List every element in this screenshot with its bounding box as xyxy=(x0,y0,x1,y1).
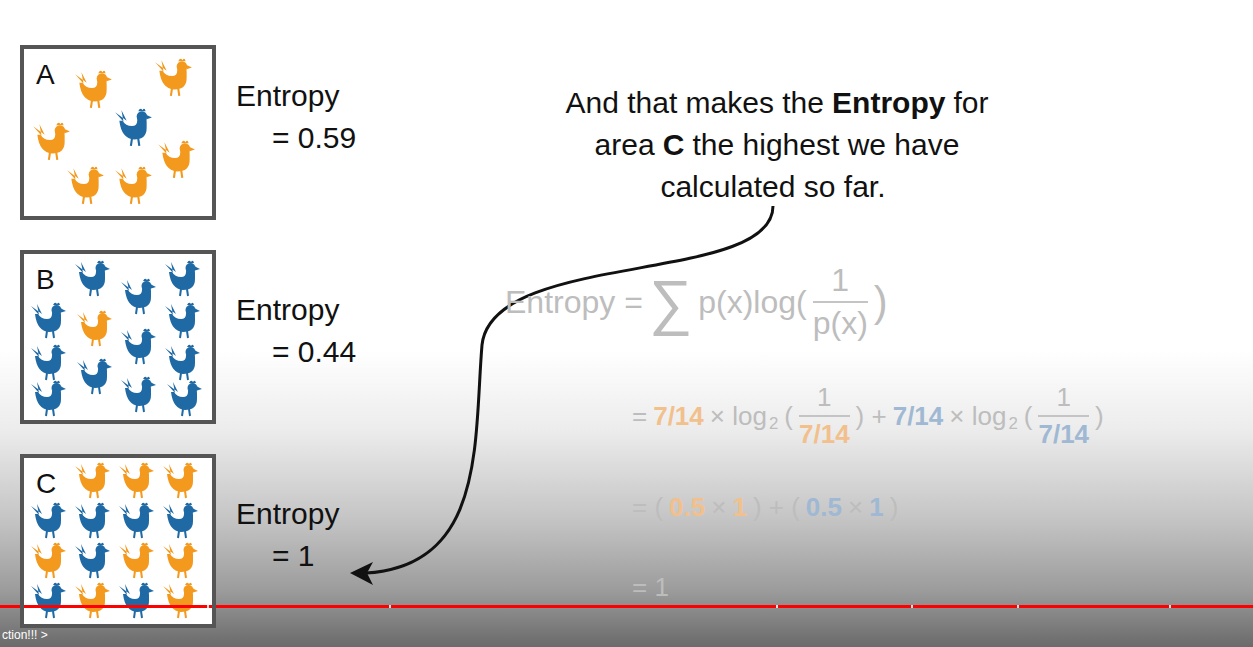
area-box: A xyxy=(20,45,216,220)
fraction: 1 p(x) xyxy=(813,262,868,342)
formula-term: 0.5 xyxy=(669,492,705,523)
formula-term: 2 xyxy=(1008,414,1017,434)
callout-text: And that makes theEntropyfor areaCthe hi… xyxy=(562,82,992,208)
formula-term: × xyxy=(848,492,863,523)
formula-term: p(x)log( xyxy=(698,284,806,321)
formula-term: 7/14 xyxy=(893,401,944,432)
box-ground xyxy=(22,252,214,422)
area-letter: A xyxy=(36,59,55,91)
entropy-label: Entropy xyxy=(236,293,339,326)
label-holder: = 1 xyxy=(272,538,315,574)
label-holder: Entropy xyxy=(236,78,339,114)
entropy-value: = 0.59 xyxy=(272,121,356,154)
video-chapter-title: ction!!! > xyxy=(2,628,48,642)
formula-term: 0.5 xyxy=(806,492,842,523)
arrow-head xyxy=(350,562,373,585)
formula-term: ) xyxy=(1095,401,1104,432)
area-letter: C xyxy=(36,468,56,500)
label-holder: = 0.59 xyxy=(272,120,356,156)
callout-text: C xyxy=(663,128,685,161)
formula-term: 7/14 xyxy=(799,419,850,450)
formula-term: = ( xyxy=(632,492,663,523)
progress-bar xyxy=(0,605,1253,608)
formula-term: 7/14 xyxy=(653,401,704,432)
formula-term: 2 xyxy=(769,414,778,434)
entropy-label: Entropy xyxy=(236,79,339,112)
formula-term: Entropy = xyxy=(505,284,643,321)
chapter-ticks xyxy=(207,605,1171,608)
entropy-label: Entropy xyxy=(236,497,339,530)
label-holder: Entropy xyxy=(236,496,339,532)
formula-term: p(x) xyxy=(813,305,868,342)
label-holder: ction!!! > xyxy=(2,625,48,643)
callout-text: Entropy xyxy=(832,86,945,119)
callout-text: the highest we have calculated so far. xyxy=(660,128,959,203)
chickens-c xyxy=(31,463,198,618)
formula-term: 1 xyxy=(869,492,883,523)
formula-term: 1 xyxy=(817,382,831,413)
formula-line: = 1 xyxy=(632,572,669,603)
formula-line: Entropy =∑p(x)log( 1 p(x)) xyxy=(505,262,888,342)
formula-line: = (0.5×1) + (0.5×1) xyxy=(632,492,898,523)
formula-term: ) xyxy=(874,278,888,326)
formula-term: = xyxy=(632,401,647,432)
label-holder: = 0.44 xyxy=(272,334,356,370)
formula-term: = 1 xyxy=(632,572,669,603)
entropy-value: = 0.44 xyxy=(272,335,356,368)
formula-term: 1 xyxy=(732,492,746,523)
formula-term: 1 xyxy=(1057,382,1071,413)
formula-term: ) xyxy=(890,492,899,523)
label-holder: Entropy xyxy=(236,292,339,328)
formula-term: ( xyxy=(1024,401,1033,432)
formula-term: ( xyxy=(784,401,793,432)
formula-term: 1 xyxy=(831,262,849,299)
fraction-bar xyxy=(813,301,868,303)
box-ground xyxy=(22,456,214,626)
chickens-a xyxy=(33,59,195,204)
pointer-arrow xyxy=(366,206,773,573)
area-box: B xyxy=(20,250,216,424)
entropy-value: = 1 xyxy=(272,539,315,572)
formula-term: 7/14 xyxy=(1038,419,1089,450)
formula-term: × log xyxy=(949,401,1006,432)
formula-term: ∑ xyxy=(649,272,692,333)
formula-term: × xyxy=(711,492,726,523)
fraction-bar xyxy=(799,415,850,417)
formula-term: ) + ( xyxy=(753,492,800,523)
formula-line: =7/14× log2(17/14) +7/14× log2(17/14) xyxy=(632,382,1104,450)
chickens-b xyxy=(31,261,202,416)
area-letter: B xyxy=(36,264,55,296)
fraction-bar xyxy=(1038,415,1089,417)
fraction: 1 7/14 xyxy=(799,382,850,450)
formula-term: × log xyxy=(710,401,767,432)
formula-term: ) + xyxy=(856,401,887,432)
fraction: 1 7/14 xyxy=(1038,382,1089,450)
callout-text: And that makes the xyxy=(565,86,824,119)
box-ground xyxy=(22,47,214,218)
area-box: C xyxy=(20,454,216,628)
